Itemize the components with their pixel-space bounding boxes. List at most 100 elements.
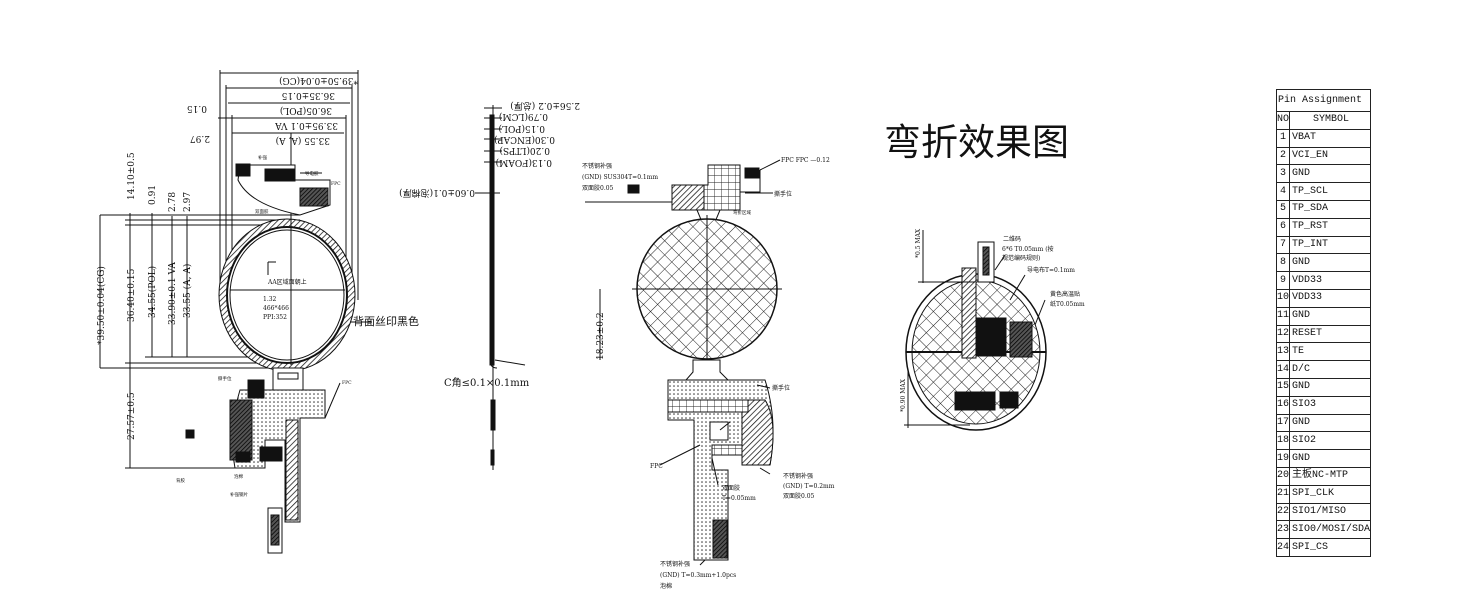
bottom-stiffener-label: 不锈钢补强: [660, 560, 690, 568]
dim-2-78: 2.78: [168, 192, 178, 212]
bent-view-labels: *0.5 MAX 二维码 6*6 T0.05mm (按 规范编码规则) 导电布T…: [900, 228, 1085, 412]
size-label: 1.32: [263, 296, 277, 303]
steel-note: 补强钢片: [230, 491, 248, 498]
dim-width-2: 36.35±0.15: [281, 90, 335, 100]
dim-aa-width: 33.55 (A, A): [276, 135, 330, 146]
pin-number: 2: [1275, 146, 1291, 166]
dim-2-97: 2.97: [183, 192, 193, 212]
pin-number: 21: [1275, 484, 1291, 504]
pin-number: 18: [1275, 431, 1291, 451]
fpc-thickness-label: FPC FPC —0.12: [781, 157, 830, 164]
pin-symbol: GND: [1289, 413, 1372, 433]
pin-number: 5: [1275, 199, 1291, 219]
dim-14-10: 14.10±0.5: [127, 152, 137, 200]
bottom-stiffener-spec: (GND) T=0.3mm+1.0pcs: [660, 572, 736, 579]
pin-number: 9: [1275, 271, 1291, 290]
pin-symbol: VBAT: [1289, 128, 1372, 148]
pin-symbol: TE: [1289, 342, 1372, 362]
fpc-note: FPC: [331, 181, 341, 187]
pin-symbol: TP_RST: [1289, 217, 1372, 237]
dim-offset-015: 0.15: [187, 103, 207, 113]
pin-symbol: TP_INT: [1289, 235, 1372, 255]
resolution-label: 466*466: [263, 305, 289, 312]
pin-number: 15: [1275, 377, 1291, 397]
pin-symbol: GND: [1289, 377, 1372, 397]
bend-area-label: 弯折区域: [733, 209, 751, 216]
dim-va-height: 33.90±0.1 VA: [168, 262, 178, 325]
dim-va-width: 33.95±0.1 VA: [275, 120, 338, 130]
ppi-label: PPI:352: [263, 314, 287, 321]
pin-number: 22: [1275, 502, 1291, 522]
pin-number: 12: [1275, 324, 1291, 344]
yellow-tape-spec: 纸T0.05mm: [1050, 300, 1085, 308]
front-view-labels: *39.50±0.04(CG) 36.35±0.15 36.05(POL) 33…: [96, 75, 419, 498]
pin-number: 11: [1275, 306, 1291, 326]
tape-label: 双面胶: [722, 484, 740, 492]
dim-27-57: 27.57±0.5: [127, 392, 137, 440]
dim-pol-height: 34.55(POL): [147, 266, 158, 318]
pin-symbol: GND: [1289, 253, 1372, 273]
adhesive-note: 背胶: [176, 477, 185, 484]
bent-view-drawing: [904, 230, 1047, 431]
top-tape-spec: 双面胶0.05: [582, 184, 614, 192]
encap-thickness-dim: 0.30(ENCAP): [494, 134, 555, 145]
pin-symbol: RESET: [1289, 324, 1372, 344]
right-stiffener-label: 不锈钢补强: [783, 472, 813, 480]
pin-symbol: VDD33: [1289, 288, 1372, 308]
qr-code-rule: 规范编码规则): [1002, 254, 1040, 262]
pin-number: 17: [1275, 413, 1291, 433]
bend-view-labels: 不锈钢补强 (GND) SUS304T=0.1mm 双面胶0.05 FPC FP…: [582, 157, 835, 590]
fpc-note-2: FPC: [342, 380, 352, 386]
pin-table-title: Pin Assignment: [1275, 89, 1372, 112]
pin-number: 4: [1275, 182, 1291, 201]
pin-symbol: SIO1/MISO: [1289, 502, 1372, 522]
top-max-dim: *0.5 MAX: [915, 228, 922, 258]
pin-symbol: SIO2: [1289, 431, 1372, 451]
pin-symbol: SIO3: [1289, 395, 1372, 415]
bend-effect-title: 弯折效果图: [884, 121, 1069, 164]
side-view-drawing: [475, 105, 526, 470]
pin-symbol: VCI_EN: [1289, 146, 1372, 166]
dim-offset-297: 2.97: [190, 133, 210, 143]
total-thickness-dim: 2.56±0.2 (总厚): [510, 100, 580, 112]
dim-pol-width: 36.05(POL): [280, 105, 332, 116]
front-view-drawing: [99, 70, 372, 554]
pin-number: 24: [1275, 538, 1291, 557]
conductive-note: 导电胶: [305, 170, 319, 177]
pin-number: 16: [1275, 395, 1291, 415]
dim-cg-height: *39.50±0.04(CG): [96, 266, 107, 345]
aa-face-up-label: AA区域面朝上: [267, 278, 307, 286]
bend-view-drawing: [585, 159, 782, 566]
ltps-thickness-dim: 0.20(LTPS): [499, 145, 550, 156]
pin-symbol: SPI_CS: [1289, 538, 1372, 557]
pol-thickness-dim: 0.15(POL): [499, 123, 545, 134]
pin-number: 23: [1275, 520, 1291, 540]
qr-code-label: 二维码: [1003, 235, 1021, 243]
pin-number: 8: [1275, 253, 1291, 273]
back-print-label: 背面丝印黑色: [353, 314, 419, 328]
pin-symbol: GND: [1289, 164, 1372, 184]
pin-number: 19: [1275, 449, 1291, 468]
pin-symbol: TP_SCL: [1289, 182, 1372, 201]
conductive-cloth-label: 导电布T=0.1mm: [1027, 266, 1075, 274]
pin-header-symbol: SYMBOL: [1289, 111, 1372, 130]
pin-number: 13: [1275, 342, 1291, 362]
foam-label: 泡棉: [660, 582, 672, 590]
fpc-label-2: FPC: [650, 463, 663, 470]
